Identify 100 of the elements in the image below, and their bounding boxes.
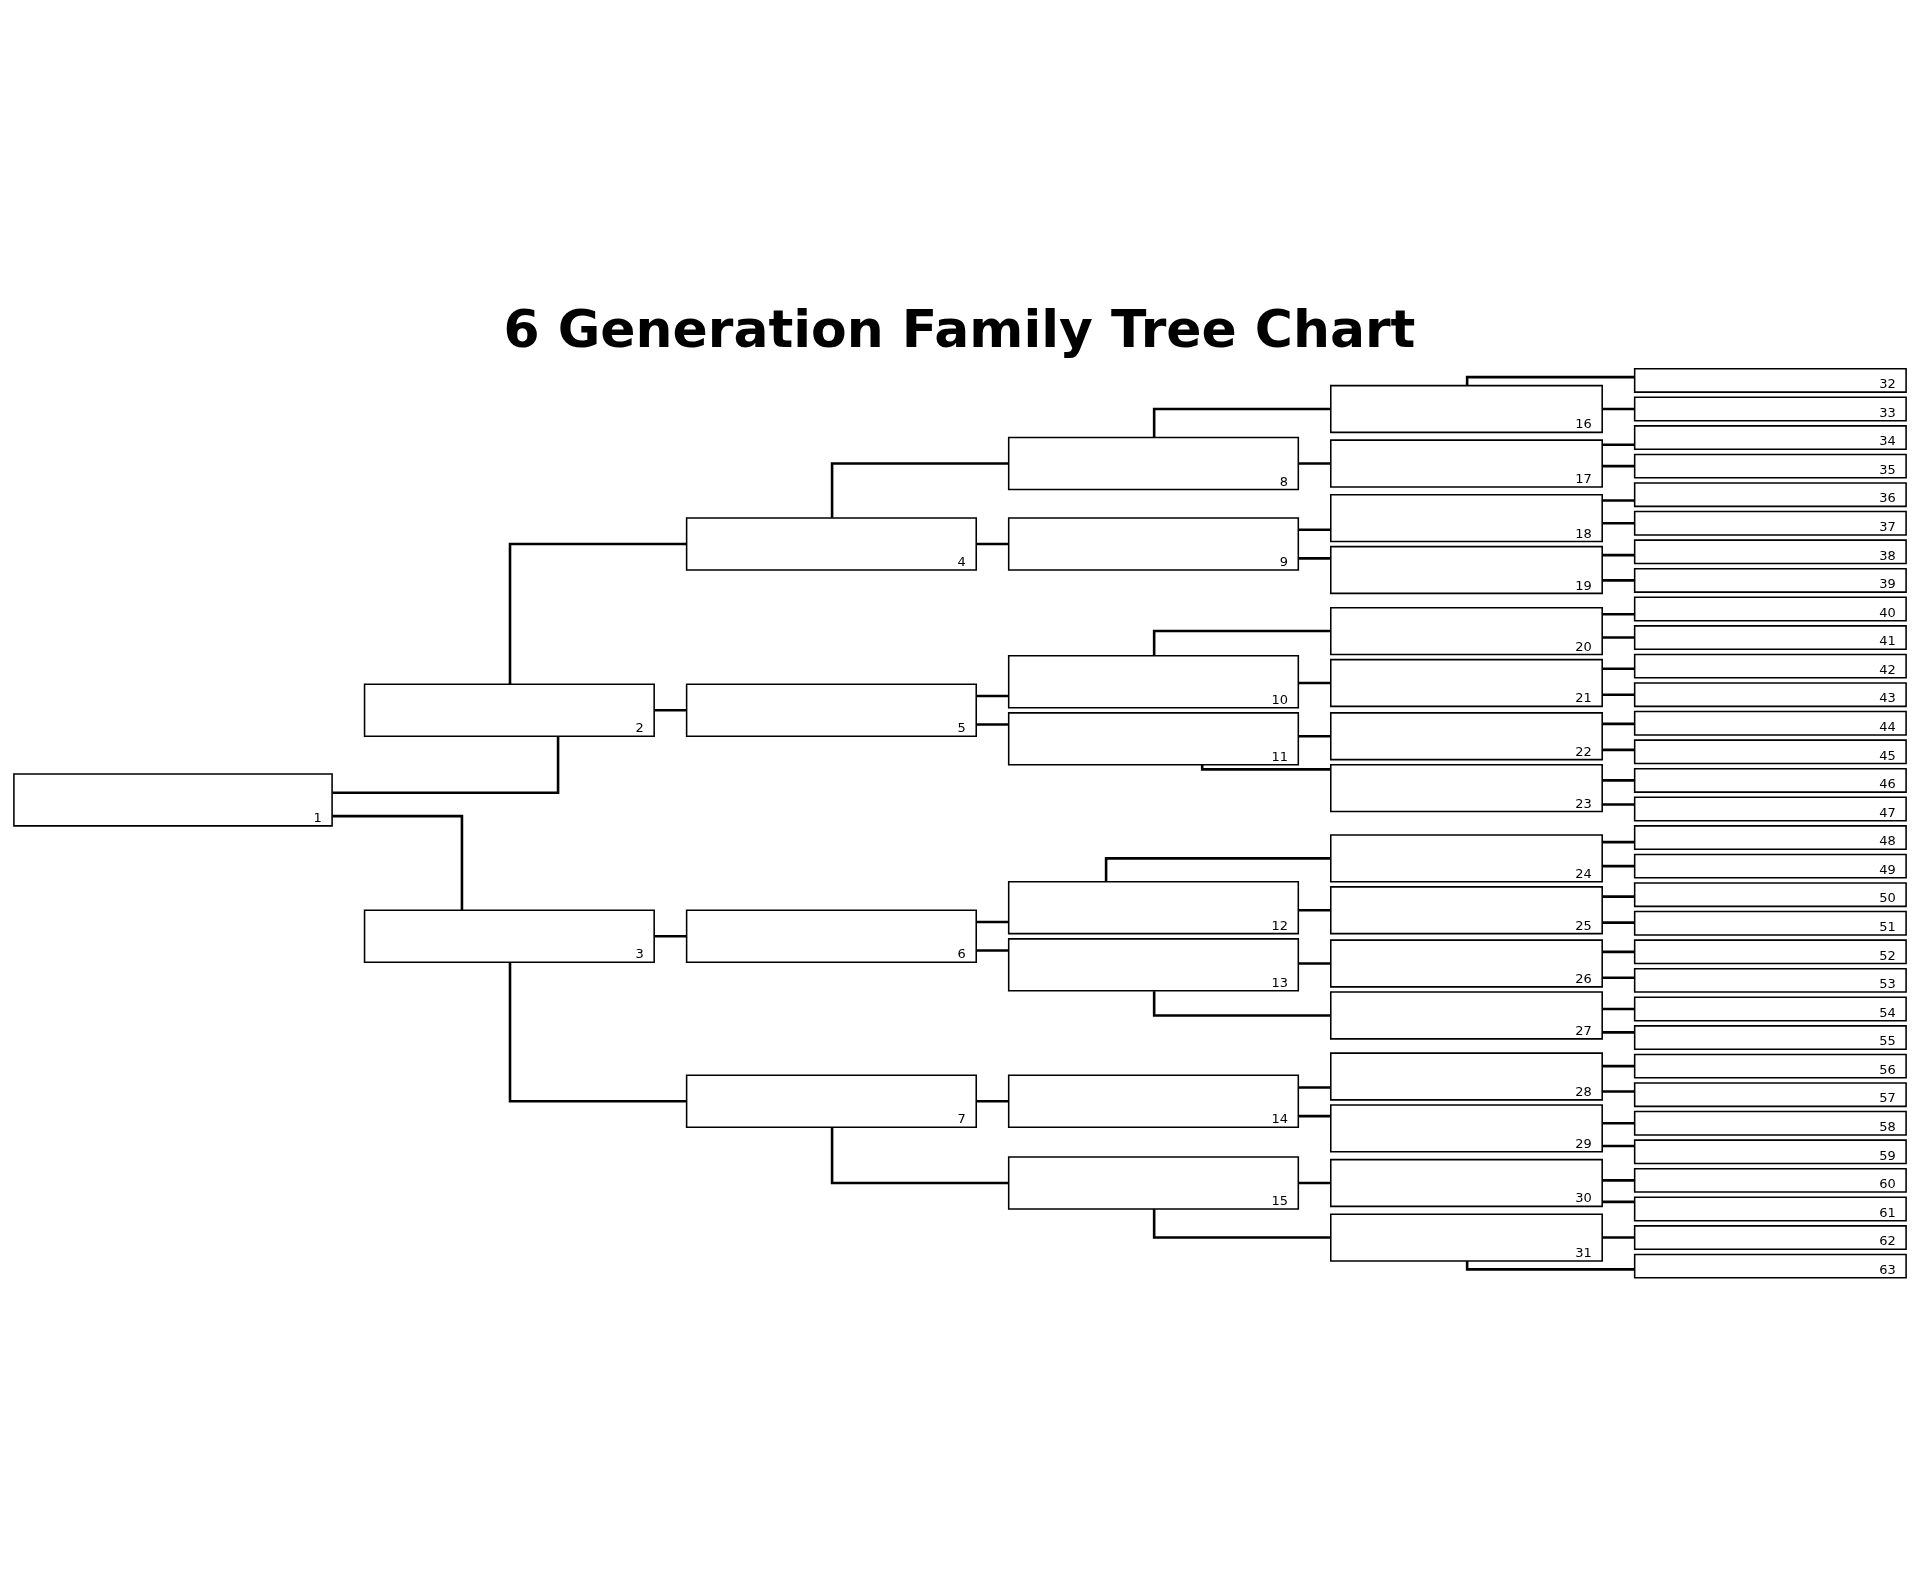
node-box: 14 <box>1007 1073 1300 1128</box>
node-box: 36 <box>1633 481 1907 507</box>
connector <box>1602 1007 1635 1010</box>
connector <box>1602 1235 1635 1239</box>
node-box: 63 <box>1633 1253 1907 1279</box>
connector <box>1602 802 1635 806</box>
node-box: 57 <box>1633 1081 1907 1107</box>
connector <box>1602 1200 1635 1203</box>
connector <box>1602 778 1635 782</box>
node-box: 22 <box>1330 711 1603 760</box>
connector <box>1298 1114 1331 1117</box>
node-box: 13 <box>1007 937 1300 992</box>
node-box: 44 <box>1633 710 1907 736</box>
node-box: 54 <box>1633 996 1907 1021</box>
diagram-title: 6 Generation Family Tree Chart <box>503 298 1416 359</box>
connector <box>976 920 1009 923</box>
node-box: 17 <box>1330 438 1603 488</box>
connector <box>1602 407 1635 410</box>
node-box: 3 <box>363 909 655 963</box>
connector <box>1602 612 1635 615</box>
node-box: 10 <box>1007 654 1300 708</box>
node-box: 15 <box>1007 1155 1300 1210</box>
node-box: 4 <box>685 516 977 571</box>
connector <box>976 1099 1009 1102</box>
connector <box>976 722 1009 726</box>
connector <box>1602 521 1635 525</box>
connector <box>1298 1181 1331 1184</box>
node-box: 18 <box>1330 493 1603 542</box>
node-box: 11 <box>1007 711 1300 766</box>
connector <box>1152 1208 1331 1239</box>
node-box: 1 <box>13 772 333 827</box>
connector <box>830 461 1009 518</box>
node-box: 56 <box>1633 1053 1907 1079</box>
connector <box>1602 864 1635 867</box>
node-box: 8 <box>1007 436 1300 490</box>
connector <box>1602 1121 1635 1125</box>
connector <box>1602 840 1635 843</box>
node-box: 49 <box>1633 853 1907 879</box>
node-box: 19 <box>1330 545 1603 594</box>
connector <box>1298 527 1331 531</box>
connector <box>1152 407 1331 438</box>
connector <box>1602 498 1635 502</box>
node-box: 42 <box>1633 653 1907 679</box>
connector <box>1602 920 1635 924</box>
connector <box>1602 1144 1635 1147</box>
connector <box>508 542 687 684</box>
connector <box>654 708 687 712</box>
node-box: 47 <box>1633 796 1907 821</box>
connector <box>1298 961 1331 965</box>
connector <box>1465 375 1635 386</box>
node-box: 37 <box>1633 510 1907 536</box>
node-box: 51 <box>1633 910 1907 936</box>
node-box: 59 <box>1633 1138 1907 1164</box>
connector <box>332 814 464 910</box>
node-box: 12 <box>1007 880 1300 934</box>
node-box: 7 <box>685 1073 977 1128</box>
connector <box>1602 722 1635 725</box>
node-box: 26 <box>1330 938 1603 988</box>
node-box: 58 <box>1633 1110 1907 1136</box>
connector <box>1602 748 1635 751</box>
connector <box>1298 1085 1331 1089</box>
connector <box>976 694 1009 697</box>
connector <box>1602 894 1635 898</box>
node-box: 40 <box>1633 596 1907 621</box>
node-box: 28 <box>1330 1051 1603 1101</box>
connector <box>1298 908 1331 912</box>
connector <box>1602 635 1635 639</box>
connector <box>830 1127 1009 1184</box>
connector <box>1465 1260 1635 1271</box>
node-box: 9 <box>1007 516 1300 571</box>
node-box: 35 <box>1633 453 1907 479</box>
connector <box>1602 442 1635 446</box>
node-box: 21 <box>1330 658 1603 707</box>
node-box: 62 <box>1633 1224 1907 1250</box>
connector <box>332 735 560 794</box>
node-box: 48 <box>1633 824 1907 850</box>
node-box: 6 <box>685 909 977 963</box>
node-box: 50 <box>1633 881 1907 907</box>
node-box: 60 <box>1633 1167 1907 1193</box>
node-box: 34 <box>1633 424 1907 450</box>
connector <box>1602 666 1635 670</box>
connector <box>976 948 1009 952</box>
node-box: 24 <box>1330 833 1603 882</box>
node-box: 43 <box>1633 681 1907 707</box>
connector <box>1602 1030 1635 1034</box>
node-box: 16 <box>1330 384 1603 433</box>
node-box: 33 <box>1633 396 1907 421</box>
node-box: 29 <box>1330 1103 1603 1153</box>
connector <box>1200 764 1331 771</box>
node-box: 30 <box>1330 1158 1603 1207</box>
node-box: 2 <box>363 683 655 737</box>
connector <box>1298 461 1331 465</box>
node-box: 23 <box>1330 763 1603 812</box>
node-box: 41 <box>1633 624 1907 650</box>
node-box: 53 <box>1633 967 1907 993</box>
connector <box>1602 692 1635 696</box>
node-box: 20 <box>1330 606 1603 655</box>
node-box: 55 <box>1633 1024 1907 1050</box>
node-box: 31 <box>1330 1212 1603 1262</box>
connector <box>654 934 687 938</box>
